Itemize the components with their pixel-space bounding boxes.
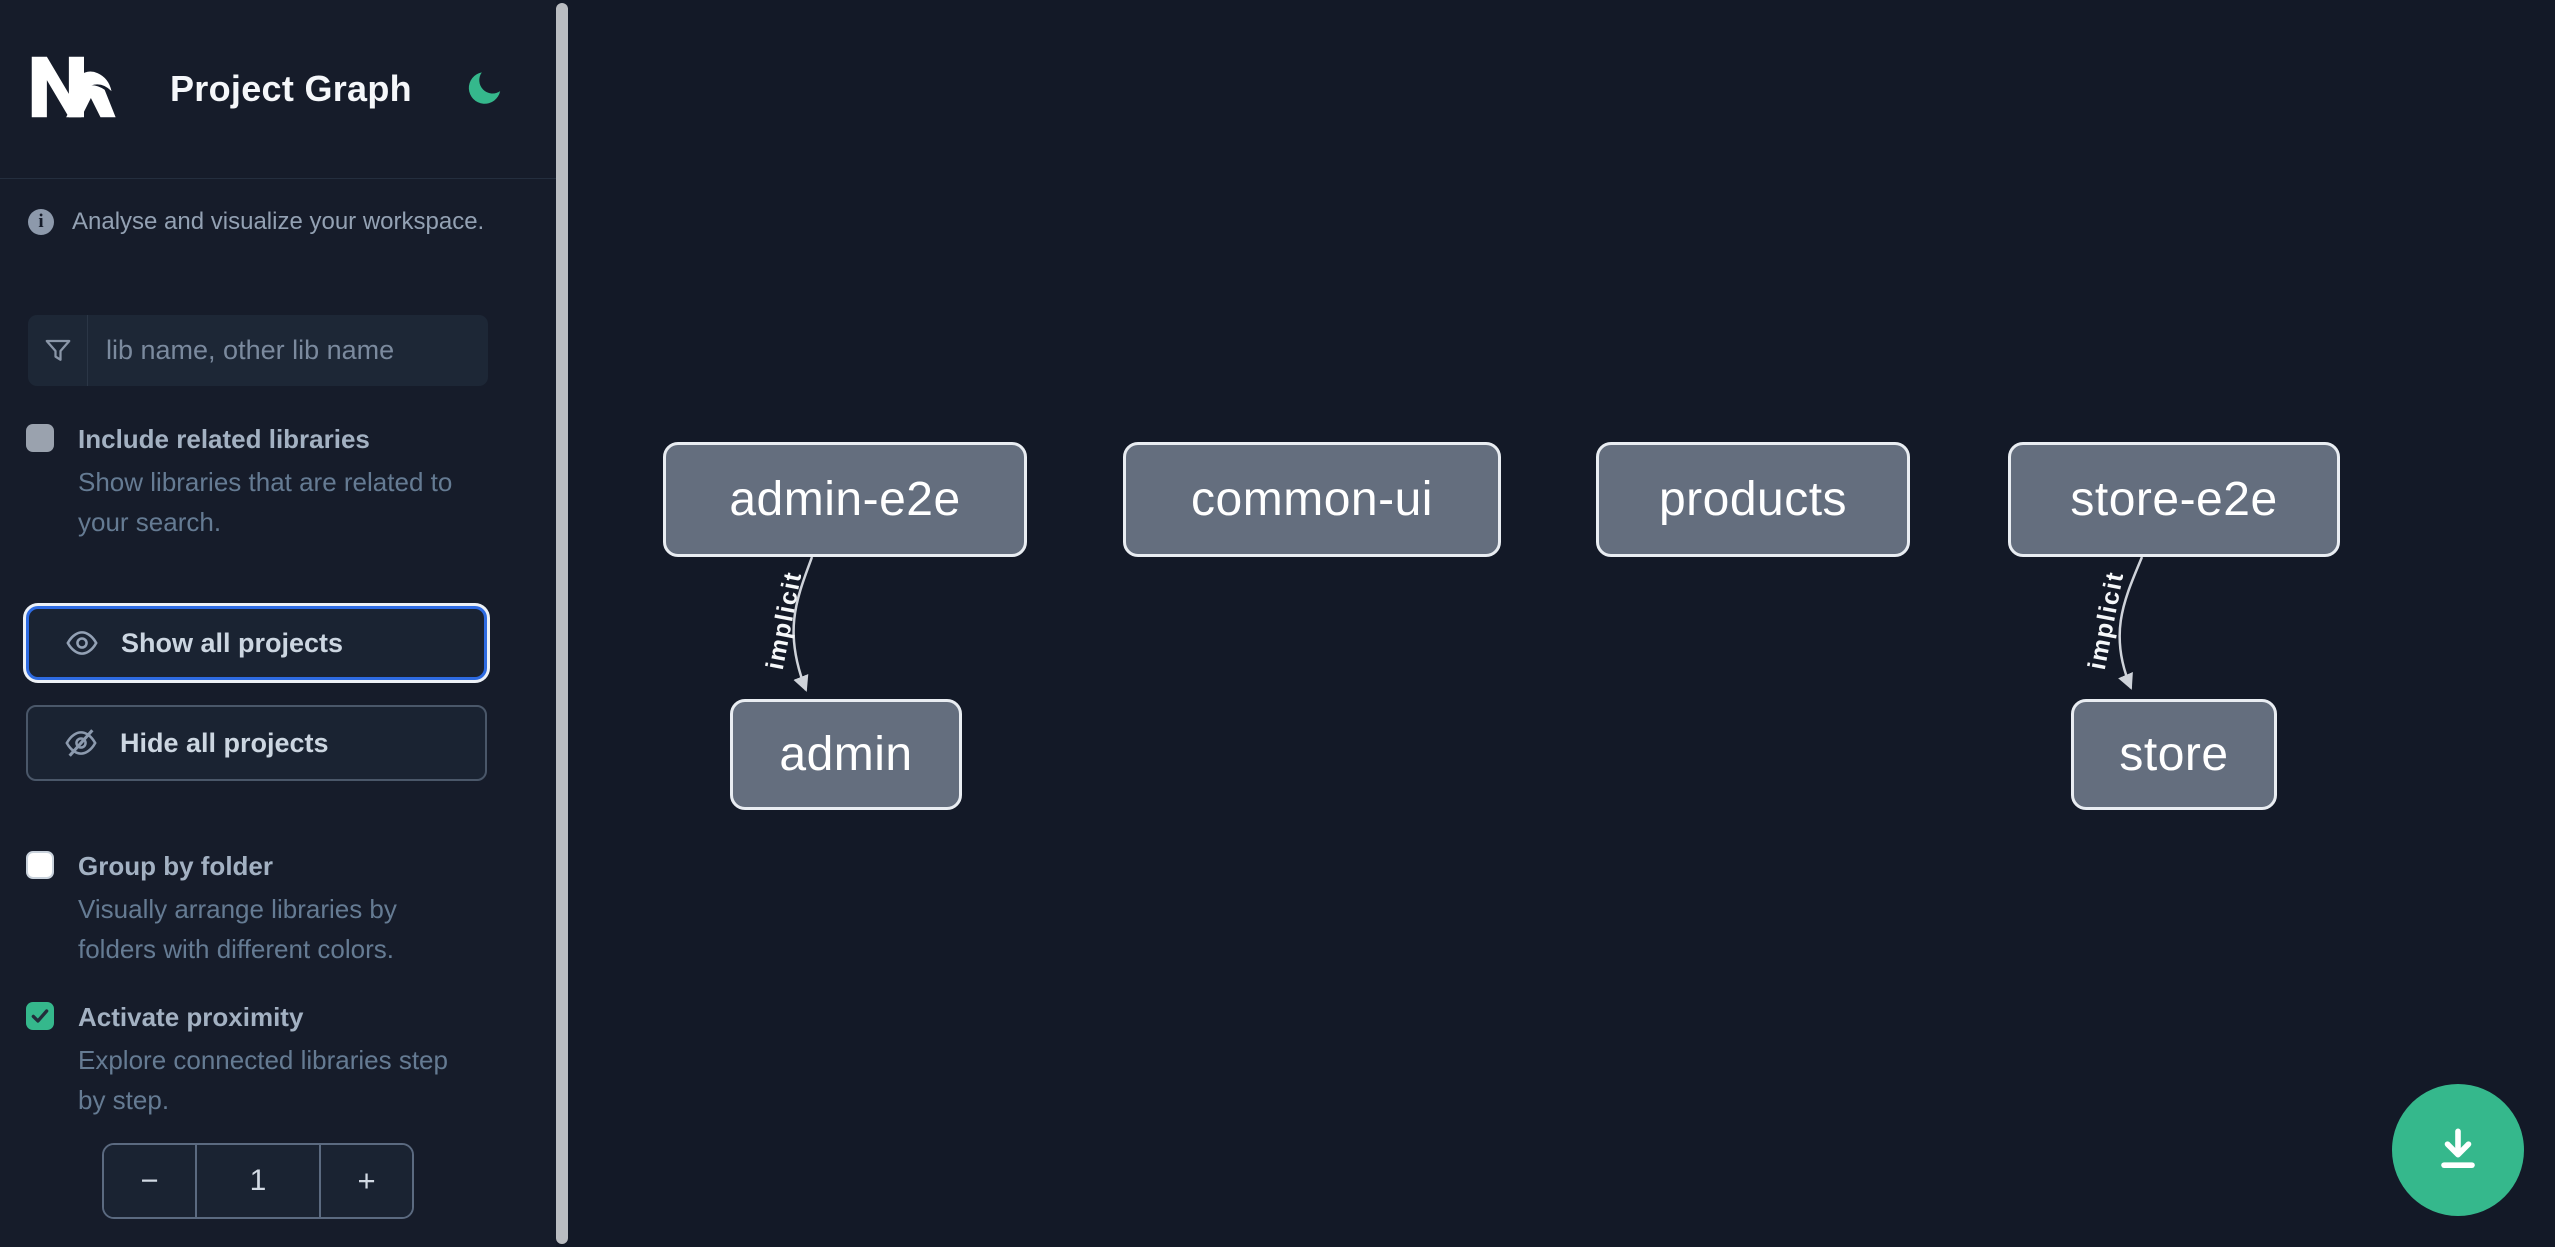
show-all-projects-button[interactable]: Show all projects <box>26 606 487 680</box>
info-icon: i <box>28 209 54 235</box>
stepper-value[interactable]: 1 <box>195 1145 321 1217</box>
download-graph-button[interactable] <box>2392 1084 2524 1216</box>
funnel-icon <box>28 315 88 386</box>
eye-off-icon <box>65 729 97 757</box>
sidebar-scrollbar[interactable] <box>556 3 568 1244</box>
filter-search-input[interactable] <box>88 315 488 386</box>
filter-search-box <box>28 315 488 386</box>
activate-proximity-description: Explore connected libraries step by step… <box>78 1045 448 1115</box>
activate-proximity-label: Activate proximity <box>78 1002 304 1032</box>
increment-button[interactable]: + <box>321 1145 412 1217</box>
group-by-folder-checkbox[interactable] <box>26 851 54 879</box>
decrement-button[interactable]: − <box>104 1145 195 1217</box>
graph-node-admin[interactable]: admin <box>730 699 962 810</box>
workspace-info: i Analyse and visualize your workspace. <box>28 200 528 244</box>
group-by-folder-description: Visually arrange libraries by folders wi… <box>78 894 397 964</box>
page-title: Project Graph <box>170 68 412 109</box>
download-icon <box>2441 1128 2475 1168</box>
toggle-include-related: Include related libraries Show libraries… <box>26 422 496 542</box>
include-related-label: Include related libraries <box>78 424 370 454</box>
graph-node-products[interactable]: products <box>1596 442 1910 557</box>
eye-icon <box>66 631 98 655</box>
show-all-projects-label: Show all projects <box>121 627 344 658</box>
toggle-group-by-folder: Group by folder Visually arrange librari… <box>26 849 496 969</box>
graph-node-store[interactable]: store <box>2071 699 2277 810</box>
graph-node-admin-e2e[interactable]: admin-e2e <box>663 442 1027 557</box>
include-related-checkbox[interactable] <box>26 424 54 452</box>
graph-node-store-e2e[interactable]: store-e2e <box>2008 442 2340 557</box>
graph-canvas[interactable] <box>568 0 2555 1247</box>
theme-toggle-button[interactable] <box>462 64 510 112</box>
info-text: Analyse and visualize your workspace. <box>72 208 485 235</box>
sidebar: Project Graph i Analyse and visualize yo… <box>0 0 556 1247</box>
hide-all-projects-label: Hide all projects <box>120 727 329 758</box>
nx-logo <box>31 56 116 118</box>
check-icon <box>31 1009 49 1023</box>
hide-all-projects-button[interactable]: Hide all projects <box>26 705 487 781</box>
include-related-description: Show libraries that are related to your … <box>78 467 453 537</box>
toggle-activate-proximity: Activate proximity Explore connected lib… <box>26 1000 496 1120</box>
graph-node-common-ui[interactable]: common-ui <box>1123 442 1501 557</box>
sidebar-header: Project Graph <box>0 0 556 179</box>
moon-icon <box>468 71 501 104</box>
activate-proximity-checkbox[interactable] <box>26 1002 54 1030</box>
group-by-folder-label: Group by folder <box>78 851 273 881</box>
proximity-depth-stepper: − 1 + <box>102 1143 414 1219</box>
